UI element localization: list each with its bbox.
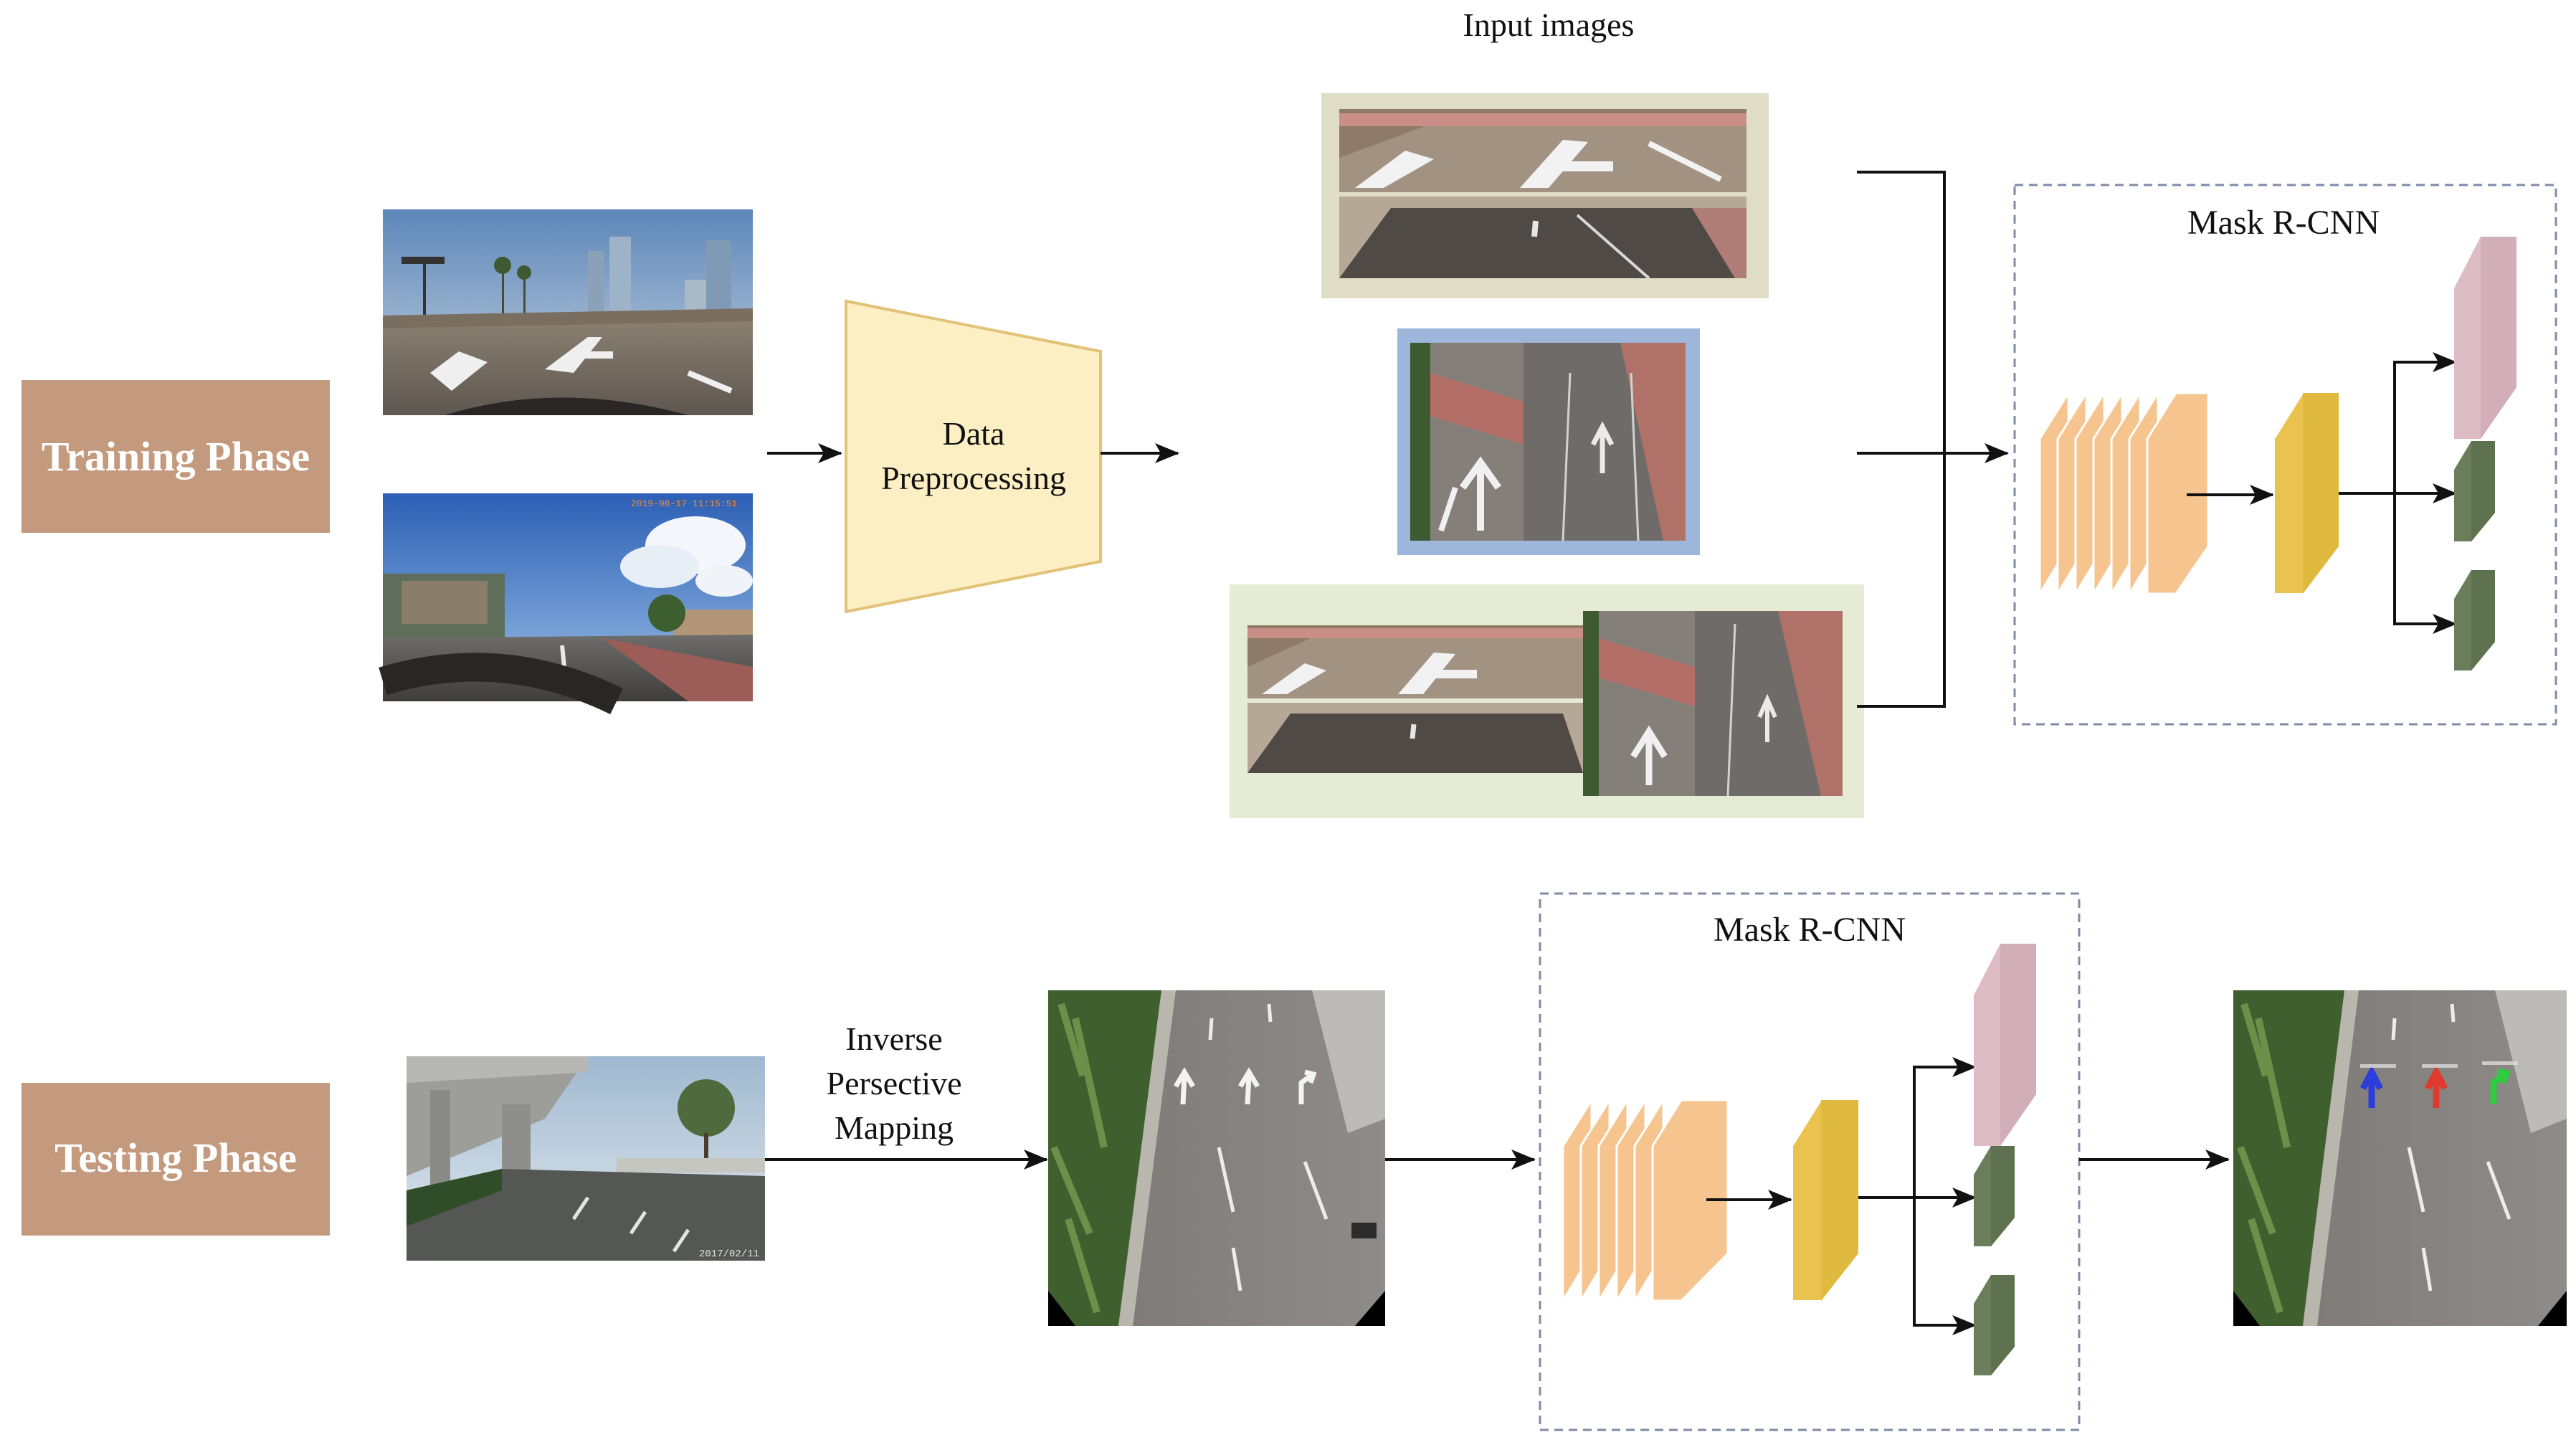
testing-photo: 2017/02/11: [407, 1056, 765, 1261]
detected-arrow-green-icon: [2490, 1068, 2511, 1104]
ipm-label-line1: Inverse: [845, 1020, 942, 1057]
svg-text:2019-06-17 11:15:51: 2019-06-17 11:15:51: [631, 498, 737, 509]
preprocess-label-line1: Data: [943, 415, 1005, 452]
ipm-label-line3: Mapping: [835, 1109, 954, 1146]
input-image-ipm-b: [1397, 328, 1700, 555]
testing-backbone-stack: [1562, 1096, 1729, 1305]
input-images-title: Input images: [1463, 6, 1635, 43]
data-preprocessing-block: Data Preprocessing: [845, 299, 1102, 614]
training-backbone-stack: [2038, 389, 2210, 598]
ipm-label-line2: Persective: [826, 1065, 961, 1101]
ipm-image: [1048, 990, 1385, 1326]
inputs-merge-connector: [1857, 171, 2009, 708]
testing-rpn-block: [1792, 1099, 1859, 1302]
testing-phase-label: Testing Phase: [54, 1134, 297, 1181]
preprocess-label-line2: Preprocessing: [881, 460, 1066, 496]
input-image-ipm-a: [1321, 93, 1769, 298]
training-mask-rcnn-box: Mask R-CNN: [2013, 184, 2557, 726]
detected-arrow-red-icon: [2425, 1065, 2448, 1108]
output-detection-image: [2233, 990, 2567, 1326]
input-image-mosaic: [1230, 584, 1864, 818]
testing-mask-rcnn-title: Mask R-CNN: [1714, 911, 1906, 949]
training-phase-box: Training Phase: [22, 380, 330, 533]
testing-mask-rcnn-box: Mask R-CNN: [1539, 892, 2081, 1431]
detected-arrow-blue-icon: [2360, 1065, 2383, 1108]
svg-text:2017/02/11: 2017/02/11: [699, 1248, 759, 1260]
training-photo-1: [383, 209, 753, 415]
training-photo-2: 2019-06-17 11:15:51: [379, 493, 753, 714]
training-mask-rcnn-title: Mask R-CNN: [2187, 204, 2380, 242]
training-phase-label: Training Phase: [42, 433, 310, 480]
training-rpn-block: [2273, 392, 2339, 594]
testing-phase-box: Testing Phase: [22, 1083, 330, 1236]
